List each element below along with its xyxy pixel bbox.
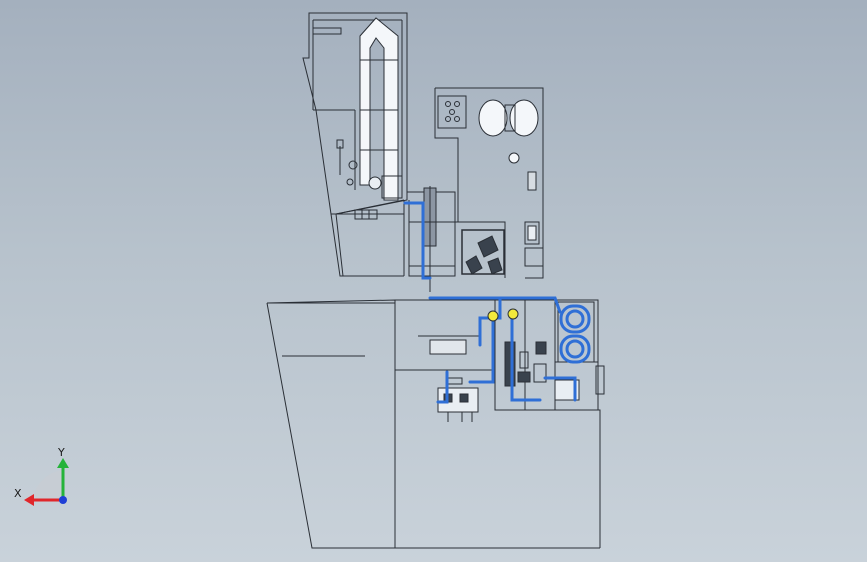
upper-tower (302, 12, 410, 277)
valves (487, 308, 519, 322)
folded-conveyor (359, 17, 399, 201)
y-axis-label: Y (57, 446, 65, 459)
x-axis-label: X (14, 487, 22, 500)
axis-triad: Y X (14, 446, 69, 506)
piping (403, 201, 591, 404)
lower-building (266, 299, 605, 549)
line-work (266, 12, 605, 549)
right-upper-building (434, 87, 544, 279)
valve-marker (487, 310, 499, 322)
valve-marker (507, 308, 519, 320)
